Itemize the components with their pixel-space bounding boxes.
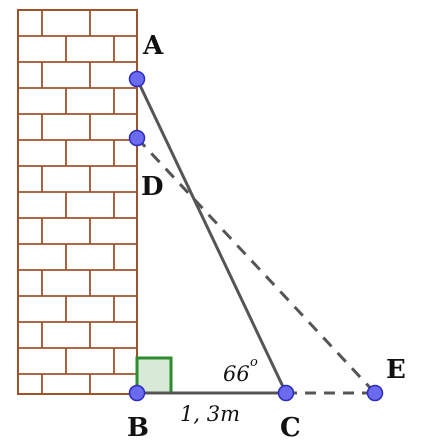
angle-value: 66 (223, 362, 250, 386)
brick-pattern (18, 10, 137, 395)
point-A (128, 70, 146, 88)
label-B: B (127, 413, 149, 441)
wall-background (18, 10, 137, 394)
wall-outline (17, 9, 138, 395)
point-C (277, 384, 295, 402)
point-B (128, 384, 146, 402)
point-E (366, 384, 384, 402)
label-D: D (141, 172, 164, 202)
segment-DE-dashed (135, 136, 377, 395)
point-D (128, 129, 146, 147)
label-C: C (280, 413, 301, 441)
angle-unit: o (250, 355, 258, 370)
segment-AC-ladder (135, 78, 288, 394)
label-E: E (386, 355, 406, 385)
label-A: A (142, 31, 164, 61)
brick-wall (17, 9, 138, 395)
angle-label-C: 66 o (223, 355, 258, 386)
distance-BC-label: 1, 3m (180, 402, 240, 426)
